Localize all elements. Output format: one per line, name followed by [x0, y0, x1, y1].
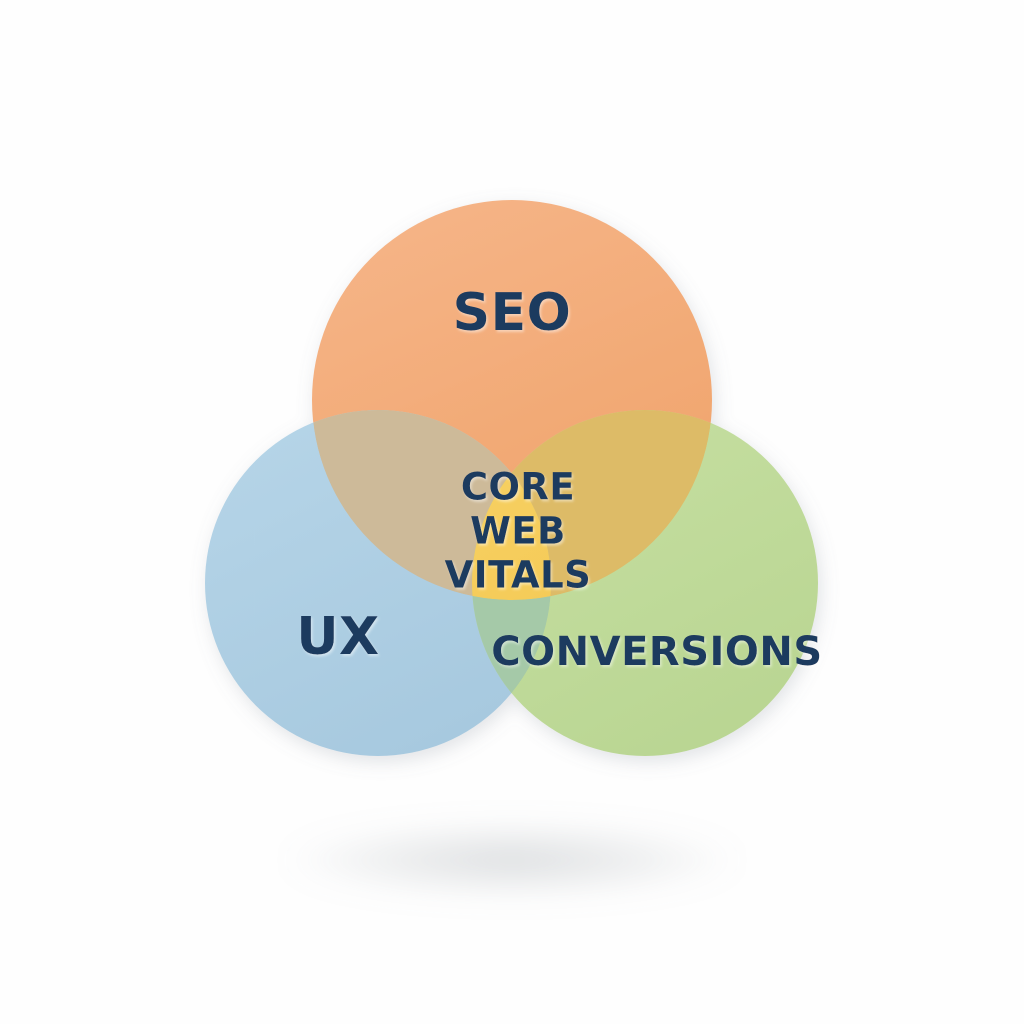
venn-intersection-seo-ux[interactable]	[312, 200, 712, 600]
drop-shadow-ellipse	[282, 822, 742, 898]
label-seo: SEO	[453, 283, 572, 343]
intersection-group-seo	[312, 200, 712, 600]
label-core-web-vitals-line-3: VITALS	[445, 554, 592, 597]
label-conversions: CONVERSIONS	[491, 629, 822, 675]
label-core-web-vitals-line-1: CORE	[461, 466, 575, 509]
label-ux: UX	[296, 607, 379, 667]
label-core-web-vitals-line-2: WEB	[470, 510, 566, 553]
venn-intersection-seo-conversions[interactable]	[312, 200, 712, 600]
